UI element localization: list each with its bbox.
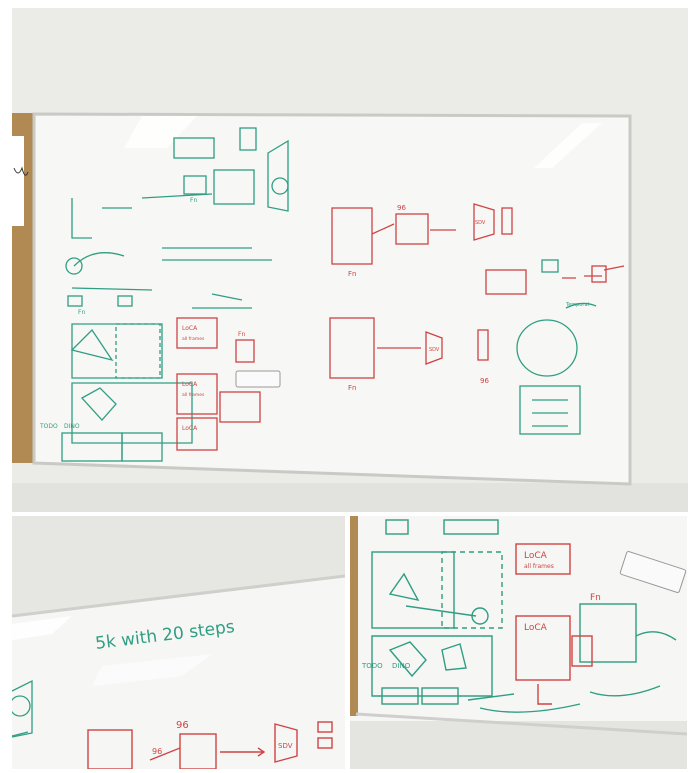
label-fn: Fn [590, 593, 601, 603]
label-loca-1-sub: all frames [182, 336, 205, 342]
label-fn-3: Fn [238, 331, 245, 338]
label-loca-1: LoCA [524, 551, 548, 561]
label-sdv-b: SDV [429, 347, 440, 353]
label-96-b: 96 [152, 747, 162, 756]
label-96-a: 96 [176, 720, 189, 731]
label-96-a: 96 [397, 204, 406, 212]
label-loca-1-sub: all frames [524, 563, 554, 570]
label-loca-1: LoCA [182, 325, 198, 332]
label-dino: DINO [64, 423, 80, 430]
whiteboard-image-bottom-right: LoCA all frames LoCA TODO DINO Fn [350, 516, 687, 769]
whiteboard-photo-bottom-left: 5k with 20 steps 96 96 SDV [12, 516, 345, 769]
label-todo: TODO [39, 423, 58, 430]
label-loca-2-sub: all frames [182, 392, 205, 398]
label-sdv: SDV [278, 742, 293, 750]
label-temporal: Temporal [565, 302, 589, 308]
label-loca-2: LoCA [182, 381, 198, 388]
whiteboard-image-top: Fn Fn 96 96 SDV SDV LoCA all frames LoCA… [12, 8, 688, 512]
label-loca-3: LoCA [182, 425, 198, 432]
whiteboard-image-bottom-left: 5k with 20 steps 96 96 SDV [12, 516, 345, 769]
label-sdv-a: SDV [475, 220, 486, 226]
label-fn-4: Fn [190, 197, 197, 204]
label-fn-2: Fn [348, 384, 356, 392]
label-fn-1: Fn [348, 270, 356, 278]
whiteboard-photo-top: Fn Fn 96 96 SDV SDV LoCA all frames LoCA… [12, 8, 688, 512]
label-todo: TODO [361, 662, 383, 670]
whiteboard-photo-bottom-right: LoCA all frames LoCA TODO DINO Fn [350, 516, 687, 769]
label-dino: DINO [392, 662, 411, 670]
label-loca-2: LoCA [524, 623, 548, 633]
label-fn-left: Fn [78, 309, 85, 316]
label-96-b: 96 [480, 377, 489, 385]
